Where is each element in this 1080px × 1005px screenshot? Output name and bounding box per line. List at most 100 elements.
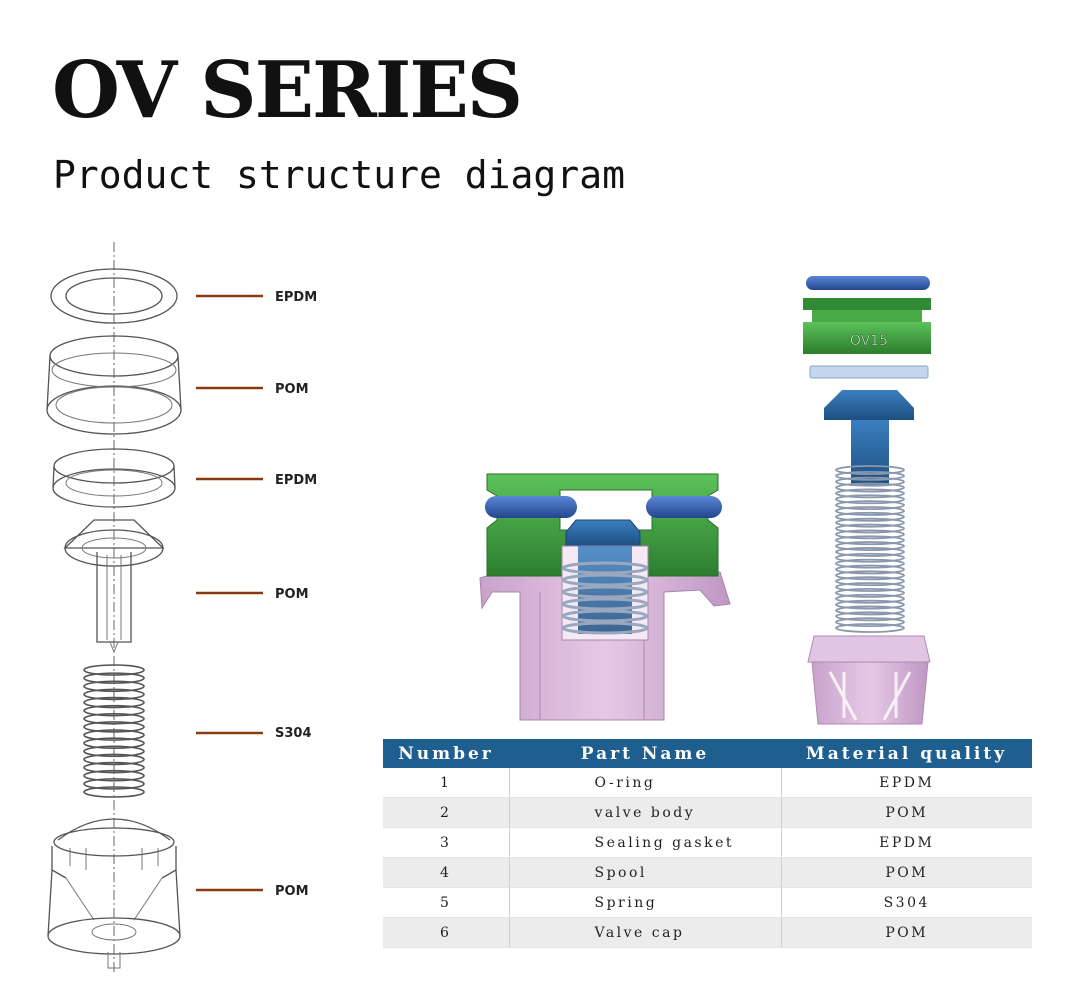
cell-number: 5: [383, 887, 510, 918]
spring-coil: [835, 570, 905, 581]
spring-coil: [83, 745, 145, 758]
spring-coil: [835, 576, 905, 587]
spring-drawing: [83, 664, 145, 798]
oring-drawing: [50, 268, 178, 324]
spring-coil: [835, 623, 905, 633]
cell-number: 4: [383, 857, 510, 888]
color-oring: [806, 276, 930, 290]
spring-coil: [561, 597, 649, 611]
spring-coil: [83, 696, 145, 709]
header-material: Material quality: [781, 739, 1032, 768]
cell-part: valve body: [509, 797, 782, 828]
parts-table: Number Part Name Material quality 1 O-ri…: [383, 739, 1032, 948]
callouts: EPDM POM EPDM POM S304 POM: [196, 290, 317, 899]
color-valve-cap: [807, 635, 931, 725]
spring-coil: [835, 582, 905, 592]
spring-coil: [561, 609, 649, 623]
table-row: 6 Valve cap POM: [383, 917, 1032, 948]
spring-coil: [561, 621, 649, 635]
spring-coil: [835, 558, 905, 569]
color-spool: [824, 390, 914, 486]
table-row: 2 valve body POM: [383, 797, 1032, 828]
cell-part: Spring: [509, 887, 782, 918]
spring-coil: [835, 511, 905, 522]
spring-coil: [835, 535, 905, 546]
cell-material: EPDM: [781, 827, 1032, 858]
spring-coil: [83, 672, 145, 684]
spring-coil: [835, 494, 905, 505]
spring-coil: [83, 753, 145, 766]
cap-drawing: [47, 818, 181, 969]
section-spring: [561, 561, 649, 635]
cell-material: EPDM: [781, 768, 1032, 798]
table-header-row: Number Part Name Material quality: [383, 739, 1032, 768]
spring-coil: [835, 523, 905, 534]
cell-material: POM: [781, 857, 1032, 888]
spring-coil: [83, 786, 145, 798]
spring-coil: [83, 778, 145, 790]
spring-coil: [835, 529, 905, 540]
cell-number: 6: [383, 917, 510, 948]
spring-coil: [835, 611, 905, 622]
spring-coil: [835, 587, 905, 598]
spring-coil: [835, 564, 905, 575]
spring-coil: [561, 561, 649, 575]
cell-part: Spool: [509, 857, 782, 888]
cell-part: Valve cap: [509, 917, 782, 948]
table-row: 4 Spool POM: [383, 857, 1032, 888]
spring-coil: [835, 506, 905, 516]
color-valve-body: OV15: [803, 298, 931, 354]
model-label: OV15: [850, 333, 888, 349]
spring-coil: [835, 482, 905, 493]
spring-coil: [835, 593, 905, 604]
cell-number: 3: [383, 827, 510, 858]
cell-material: POM: [781, 797, 1032, 828]
spring-coil: [83, 761, 145, 774]
spring-coil: [835, 541, 905, 551]
spring-coil: [835, 470, 905, 481]
callout-label-2: POM: [275, 382, 309, 397]
valve-body-drawing: [46, 335, 182, 435]
cell-material: S304: [781, 887, 1032, 918]
callout-label-4: POM: [275, 587, 309, 602]
cell-part: O-ring: [509, 768, 782, 798]
table-row: 1 O-ring EPDM: [383, 768, 1032, 798]
cell-material: POM: [781, 917, 1032, 948]
spring-coil: [83, 688, 145, 701]
color-exploded-view: OV15: [803, 276, 931, 725]
page-title: OV SERIES: [52, 45, 523, 136]
spring-coil: [835, 476, 905, 487]
spring-coil: [83, 680, 145, 693]
spring-coil: [835, 605, 905, 616]
cell-part: Sealing gasket: [509, 827, 782, 858]
table-row: 3 Sealing gasket EPDM: [383, 827, 1032, 858]
section-view: [479, 473, 731, 721]
spring-coil: [835, 617, 905, 628]
spring-coil: [561, 585, 649, 599]
table-row: 5 Spring S304: [383, 887, 1032, 918]
spring-coil: [835, 599, 905, 610]
spring-coil: [835, 465, 905, 475]
spring-coil: [83, 664, 145, 676]
spool-drawing: [63, 519, 165, 654]
color-spring: [835, 465, 905, 633]
spring-coil: [83, 721, 145, 733]
callout-label-5: S304: [275, 726, 312, 741]
cell-number: 1: [383, 768, 510, 798]
spring-coil: [83, 712, 145, 725]
callout-label-3: EPDM: [275, 473, 317, 488]
callout-label-1: EPDM: [275, 290, 317, 305]
spring-coil: [835, 517, 905, 528]
page-subtitle: Product structure diagram: [53, 153, 625, 197]
color-gasket: [809, 365, 929, 379]
spring-coil: [835, 500, 905, 511]
spring-coil: [83, 737, 145, 750]
cell-number: 2: [383, 797, 510, 828]
gasket-drawing: [52, 448, 176, 508]
spring-coil: [83, 769, 145, 782]
callout-label-6: POM: [275, 884, 309, 899]
header-number: Number: [383, 739, 509, 768]
spring-coil: [83, 704, 145, 717]
spring-coil: [835, 552, 905, 563]
